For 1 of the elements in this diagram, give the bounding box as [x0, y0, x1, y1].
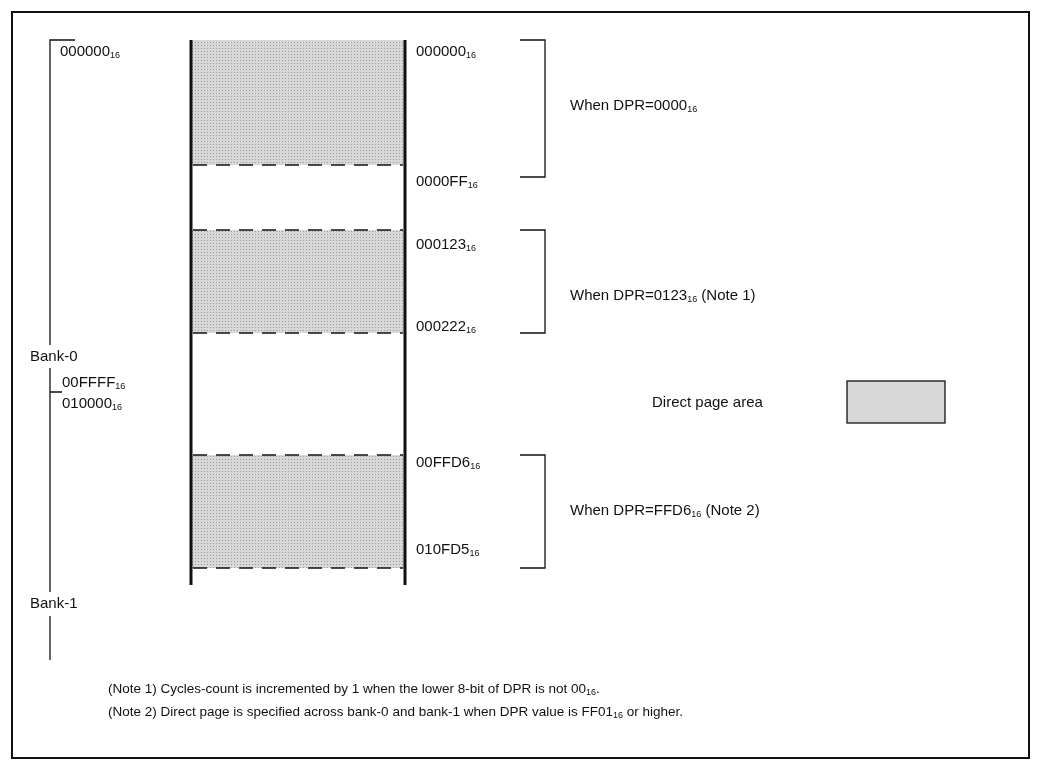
- legend-label: Direct page area: [652, 393, 763, 411]
